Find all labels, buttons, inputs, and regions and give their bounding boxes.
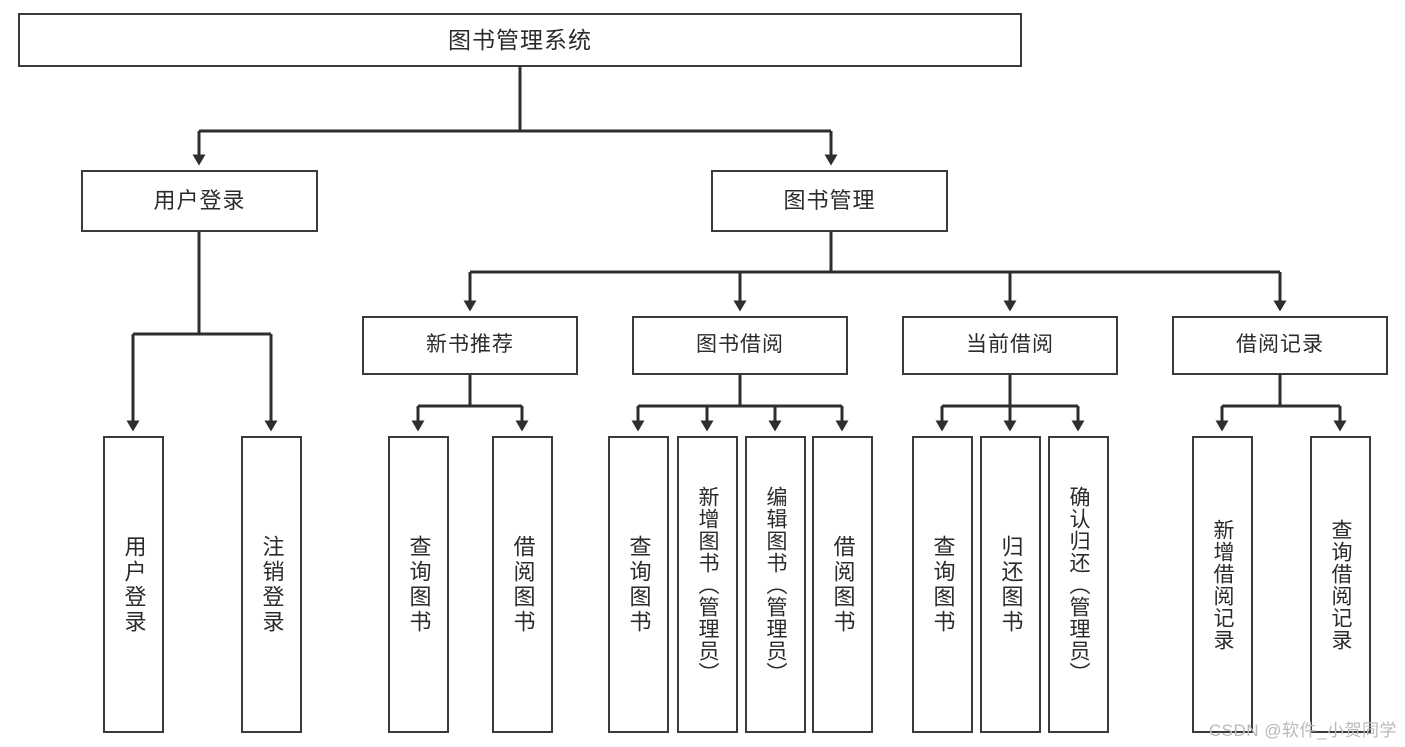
node-root-label: 图书管理系统	[448, 26, 592, 53]
watermark: CSDN @软件_小贺同学	[1208, 721, 1397, 740]
leaf-user-logout-label: 注销登录	[259, 534, 285, 635]
node-book-manage[interactable]: 图书管理	[711, 170, 948, 232]
leaf-add-record[interactable]: 新增借阅记录	[1192, 436, 1253, 733]
leaf-add-book-label: 新增图书（管理员）	[696, 485, 719, 684]
leaf-user-logout[interactable]: 注销登录	[241, 436, 302, 733]
leaf-query-record-label: 查询借阅记录	[1329, 518, 1352, 651]
leaf-return-book[interactable]: 归还图书	[980, 436, 1041, 733]
leaf-query-book-2[interactable]: 查询图书	[608, 436, 669, 733]
leaf-return-book-label: 归还图书	[998, 534, 1024, 635]
leaf-query-book-1-label: 查询图书	[406, 534, 432, 635]
leaf-query-book-3[interactable]: 查询图书	[912, 436, 973, 733]
node-book-manage-label: 图书管理	[783, 188, 876, 214]
node-new-book-recommend[interactable]: 新书推荐	[362, 316, 578, 375]
leaf-borrow-book-2[interactable]: 借阅图书	[812, 436, 873, 733]
leaf-borrow-book-1[interactable]: 借阅图书	[492, 436, 553, 733]
node-current-borrow-label: 当前借阅	[966, 333, 1054, 357]
leaf-confirm-return[interactable]: 确认归还（管理员）	[1048, 436, 1109, 733]
leaf-user-login[interactable]: 用户登录	[103, 436, 164, 733]
node-root[interactable]: 图书管理系统	[18, 13, 1022, 67]
leaf-add-record-label: 新增借阅记录	[1211, 518, 1234, 651]
leaf-edit-book[interactable]: 编辑图书（管理员）	[745, 436, 806, 733]
node-user-login[interactable]: 用户登录	[81, 170, 318, 232]
leaf-confirm-return-label: 确认归还（管理员）	[1067, 485, 1090, 684]
leaf-borrow-book-2-label: 借阅图书	[830, 534, 856, 635]
node-borrow-record[interactable]: 借阅记录	[1172, 316, 1388, 375]
leaf-edit-book-label: 编辑图书（管理员）	[764, 485, 787, 684]
leaf-query-book-1[interactable]: 查询图书	[388, 436, 449, 733]
leaf-query-book-2-label: 查询图书	[626, 534, 652, 635]
node-book-borrow[interactable]: 图书借阅	[632, 316, 848, 375]
node-book-borrow-label: 图书借阅	[696, 333, 784, 357]
leaf-add-book[interactable]: 新增图书（管理员）	[677, 436, 738, 733]
leaf-user-login-label: 用户登录	[121, 534, 147, 635]
leaf-borrow-book-1-label: 借阅图书	[510, 534, 536, 635]
node-current-borrow[interactable]: 当前借阅	[902, 316, 1118, 375]
node-user-login-label: 用户登录	[153, 188, 246, 214]
node-new-book-recommend-label: 新书推荐	[426, 333, 514, 357]
leaf-query-book-3-label: 查询图书	[930, 534, 956, 635]
node-borrow-record-label: 借阅记录	[1236, 333, 1324, 357]
leaf-query-record[interactable]: 查询借阅记录	[1310, 436, 1371, 733]
